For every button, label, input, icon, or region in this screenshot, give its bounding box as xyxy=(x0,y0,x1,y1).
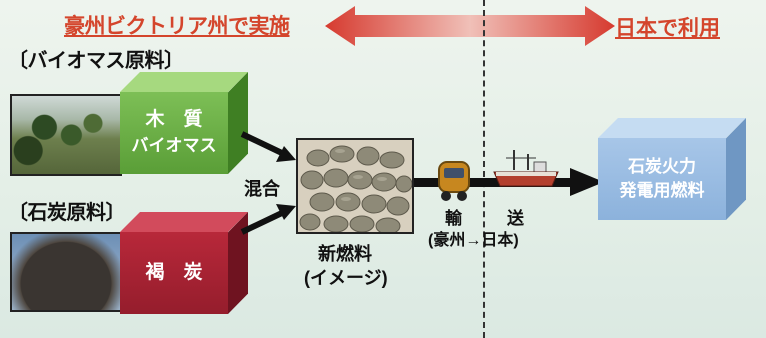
mix-arrows xyxy=(240,131,296,235)
region-arrow xyxy=(325,6,615,46)
transport-label-b: 送 xyxy=(507,209,524,228)
wood-box-line2: バイオマス xyxy=(131,136,217,155)
new-fuel-image-note: (イメージ) xyxy=(304,268,388,288)
header-right-label: 日本で利用 xyxy=(615,17,720,40)
lignite-box: 褐 炭 xyxy=(120,212,248,314)
pellets-illustration xyxy=(298,140,412,232)
mix-label: 混合 xyxy=(244,179,280,199)
new-fuel-pellets-image xyxy=(296,138,414,234)
coal-section-title: 〔石炭原料〕 xyxy=(8,202,126,224)
header-left-label: 豪州ビクトリア州で実施 xyxy=(64,15,290,38)
wood-biomass-box: 木 質 バイオマス xyxy=(120,72,248,174)
truck-icon xyxy=(438,161,470,201)
transport-arrow xyxy=(414,168,604,196)
forest-photo xyxy=(10,94,122,176)
lignite-box-line1: 褐 炭 xyxy=(145,262,203,283)
transport-route-label: (豪州→日本) xyxy=(428,232,519,249)
biomass-section-title: 〔バイオマス原料〕 xyxy=(8,50,184,72)
new-fuel-label: 新燃料 xyxy=(318,244,372,264)
coal-power-fuel-box: 石炭火力 発電用燃料 xyxy=(598,118,746,220)
fuel-box-line2: 発電用燃料 xyxy=(619,181,705,200)
region-divider xyxy=(483,0,485,338)
transport-label-a: 輸 xyxy=(445,209,462,228)
wood-box-line1: 木 質 xyxy=(145,109,203,130)
ship-icon xyxy=(493,150,559,187)
lignite-photo xyxy=(10,232,122,312)
fuel-box-line1: 石炭火力 xyxy=(628,157,696,176)
